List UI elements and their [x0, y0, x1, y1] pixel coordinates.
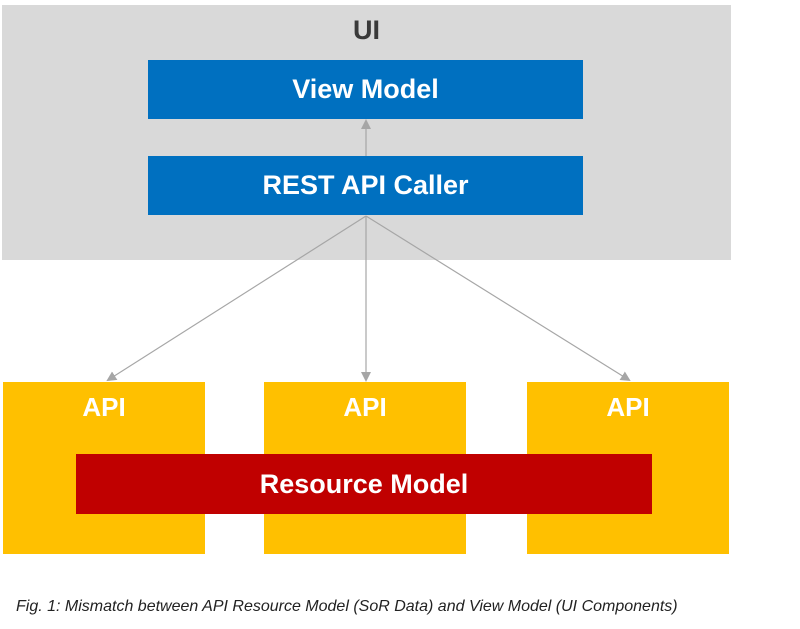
- api-label-1: API: [82, 392, 126, 422]
- api-label-3: API: [606, 392, 650, 422]
- rest-api-caller-box: REST API Caller: [148, 156, 583, 215]
- ui-container: UI: [2, 5, 731, 260]
- figure-caption: Fig. 1: Mismatch between API Resource Mo…: [16, 598, 678, 615]
- view-model-box: View Model: [148, 60, 583, 119]
- ui-title: UI: [353, 15, 380, 45]
- resource-model-box: Resource Model: [76, 454, 652, 514]
- api-label-2: API: [343, 392, 387, 422]
